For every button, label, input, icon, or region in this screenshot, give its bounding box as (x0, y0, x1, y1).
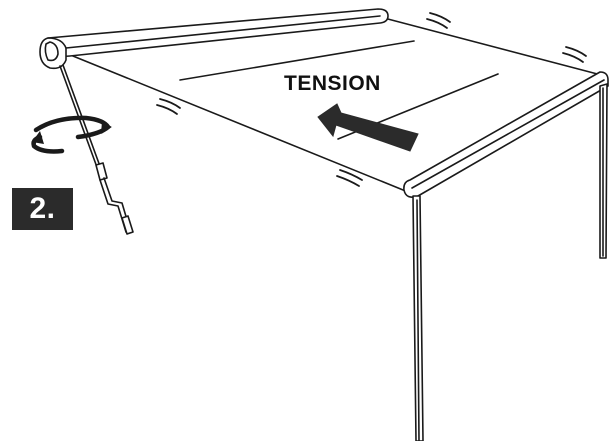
tension-arrow-icon (317, 103, 419, 152)
tension-label: TENSION (284, 72, 381, 95)
step-number-badge: 2. (12, 188, 73, 230)
fabric-seam-line (179, 40, 415, 81)
vibration-mark-icon (156, 98, 181, 115)
vibration-mark-icon (562, 46, 587, 63)
front-bar-edge (411, 79, 605, 189)
cassette-end-cap (39, 37, 67, 70)
vibration-mark-icon (426, 12, 451, 29)
cassette-end-inner (44, 41, 59, 62)
vibration-mark-icon (336, 169, 363, 187)
crank-grip (121, 215, 134, 235)
support-leg-inner-line (416, 199, 420, 441)
crank-joint (95, 162, 108, 181)
cassette-edge-line (65, 15, 381, 49)
rotate-arrow-icon (31, 115, 112, 154)
